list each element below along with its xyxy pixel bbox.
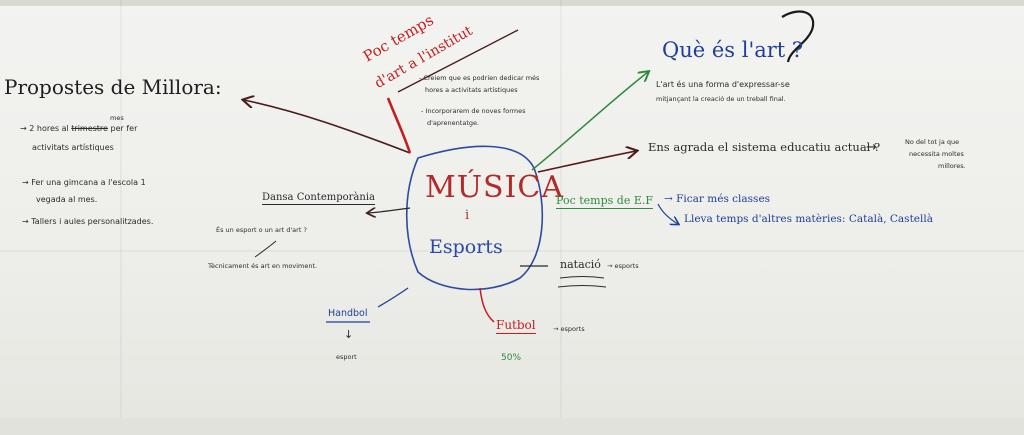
sistema-answer-line-1: No del tot ja que xyxy=(905,138,960,146)
ef-item-2: Lleva temps d'altres matèries: Català, C… xyxy=(684,213,933,225)
poc-temps-note-1-line-1: - Creiem que es podrien dedicar més xyxy=(419,74,540,82)
ef-label: Poc temps de E.F xyxy=(556,194,653,209)
branch-sistema xyxy=(537,151,636,173)
ef-arrow-down xyxy=(657,203,678,224)
ef-item-1: → Ficar més classes xyxy=(664,193,771,205)
que-es-art-title: Què és l'art ? xyxy=(662,38,804,62)
sistema-answer-line-3: millores. xyxy=(938,162,966,170)
center-bubble xyxy=(405,145,544,291)
poc-temps-note-2-line-2: d'aprenentatge. xyxy=(427,119,480,127)
futbol-label: Futbol xyxy=(496,318,536,334)
natacio-value: → esports xyxy=(607,262,639,270)
futbol-percent: 50% xyxy=(501,353,522,363)
natacio-underline xyxy=(557,285,607,288)
sistema-arrow-icon: → xyxy=(866,140,877,155)
propostes-item-1-line-2: activitats artístiques xyxy=(32,143,114,152)
branch-que-es xyxy=(531,72,648,171)
handbol-down-arrow-icon: ↓ xyxy=(344,328,354,341)
dansa-answer: Tècnicament és art en moviment. xyxy=(208,262,318,270)
que-es-art-answer-line-1: L'art és una forma d'expressar-se xyxy=(656,80,790,89)
paper-top-edge xyxy=(0,0,1024,6)
sistema-question: Ens agrada el sistema educatiu actual ? xyxy=(648,140,881,154)
handbol-label: Handbol xyxy=(328,308,368,319)
futbol-value: → esports xyxy=(553,325,585,333)
branch-propostes xyxy=(244,100,411,154)
branch-handbol xyxy=(377,287,409,308)
center-title-esports: Esports xyxy=(429,236,503,258)
center-title-musica: MÚSICA xyxy=(425,170,565,205)
dansa-link xyxy=(254,240,277,258)
natacio-underline xyxy=(559,276,605,279)
propostes-item-2: → Fer una gimcana a l'escola 1 xyxy=(22,178,146,187)
branch-futbol xyxy=(479,287,495,323)
center-title-i: i xyxy=(465,208,470,223)
dansa-title: Dansa Contemporània xyxy=(262,192,375,205)
branch-dansa xyxy=(368,208,411,213)
poc-temps-note-2-line-1: - Incorporarem de noves formes xyxy=(421,107,526,115)
propostes-item-1: → 2 hores al trimestre per fer xyxy=(20,124,137,133)
propostes-item-1-post: per fer xyxy=(110,124,138,133)
propostes-item-3: → Tallers i aules personalitzades. xyxy=(22,217,154,226)
propostes-item-1-struck: trimestre xyxy=(71,124,108,133)
question-mark-icon xyxy=(781,10,815,63)
propostes-item-1-pre: → 2 hores al xyxy=(20,124,69,133)
dansa-question: És un esport o un art d'art ? xyxy=(216,226,307,234)
propostes-title: Propostes de Millora: xyxy=(4,75,222,99)
handbol-value: esport xyxy=(336,353,357,361)
poc-temps-note-1-line-2: hores a activitats artístiques xyxy=(425,86,518,94)
propostes-item-2-line-2: vegada al mes. xyxy=(36,195,98,204)
branch-poc-temps xyxy=(386,97,412,154)
propostes-item-1-insert: mes xyxy=(110,114,124,122)
natacio-label: natació xyxy=(560,258,601,271)
poc-temps-underline xyxy=(397,29,519,93)
que-es-art-answer-line-2: mitjançant la creació de un treball fina… xyxy=(656,95,786,103)
sistema-answer-line-2: necessita moltes xyxy=(909,150,964,158)
paper-bottom-edge xyxy=(0,418,1024,435)
